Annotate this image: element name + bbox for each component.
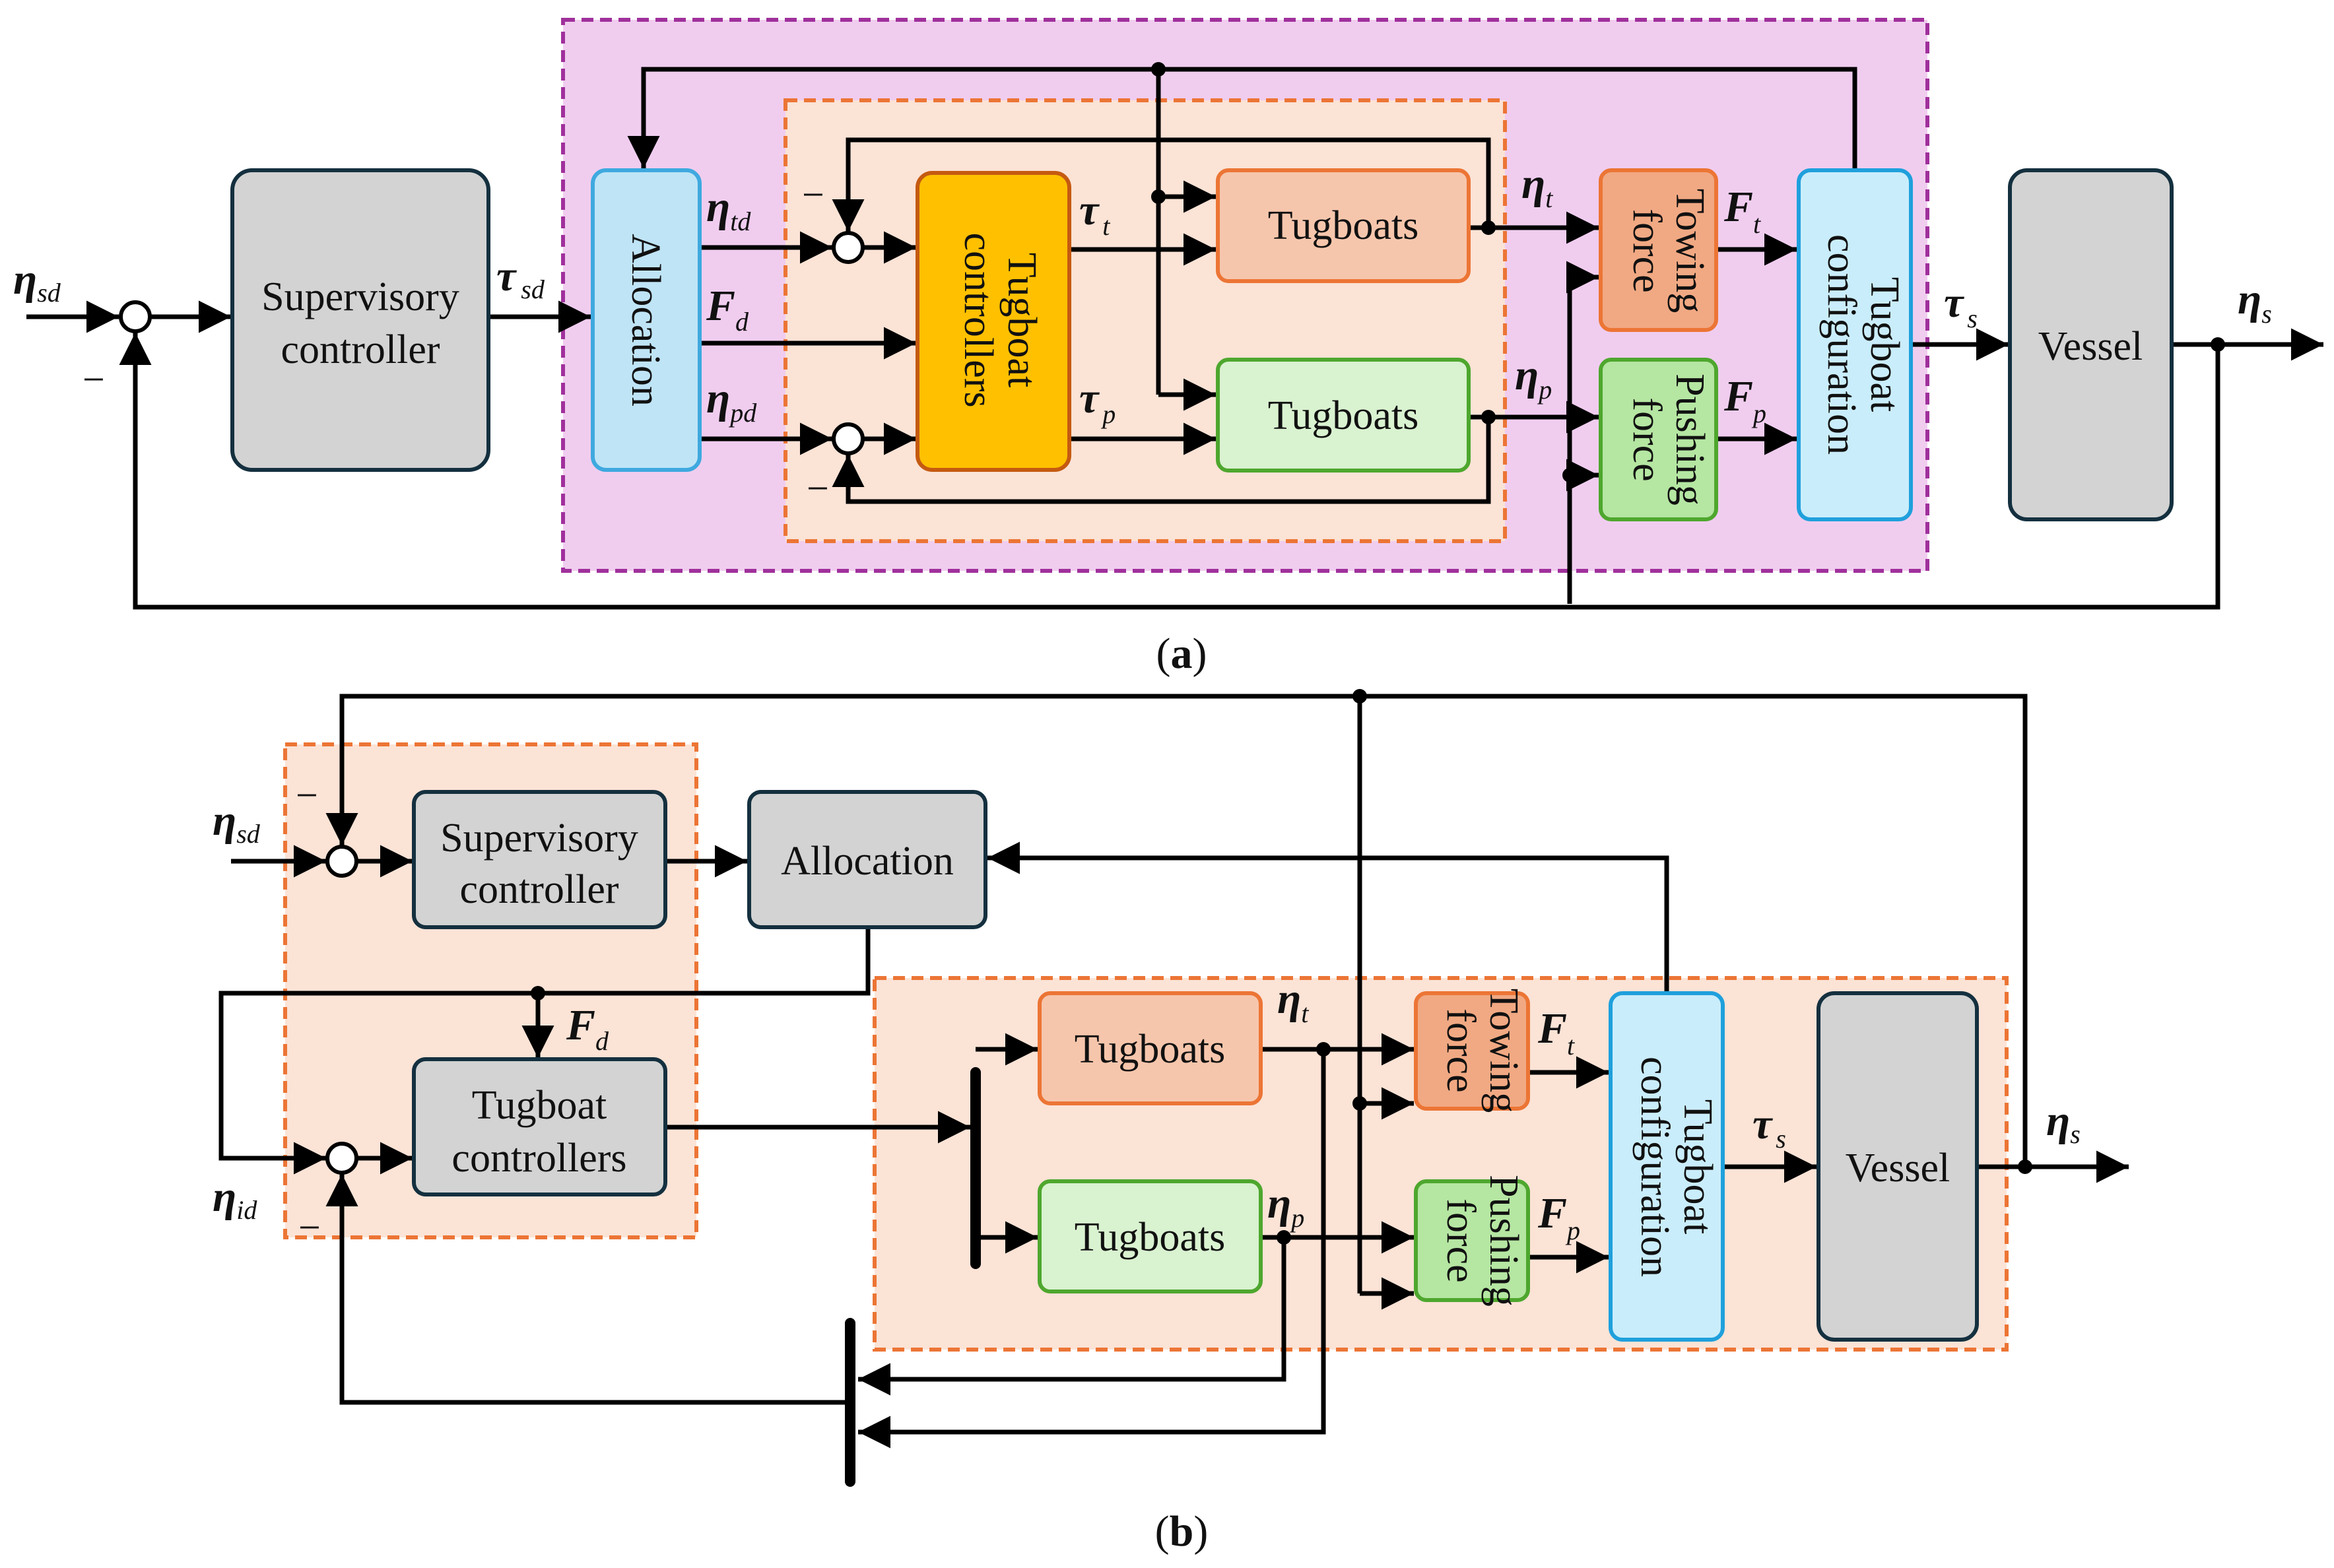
label-eta-t: ηt	[1521, 160, 1553, 213]
block-tugboats-towing-a: Tugboats	[1216, 168, 1471, 283]
sum-junction-b-id	[325, 1142, 358, 1175]
label-F-p: Fp	[1723, 372, 1766, 428]
svg-text:Supervisory: Supervisory	[440, 816, 638, 861]
svg-text:configuration: configuration	[1819, 234, 1864, 455]
label-eta-p: ηp	[1515, 351, 1552, 405]
label-eta-t: ηt	[1277, 975, 1309, 1028]
svg-text:Tugboat: Tugboat	[999, 253, 1044, 387]
label-eta-pd: ηpd	[706, 374, 757, 428]
svg-text:force: force	[1624, 209, 1669, 292]
svg-text:controllers: controllers	[956, 232, 1001, 407]
svg-text:Supervisory: Supervisory	[261, 275, 459, 319]
caption-a: (a)	[1156, 630, 1207, 678]
label-eta-p: ηp	[1267, 1179, 1304, 1233]
svg-text:force: force	[1438, 1198, 1483, 1282]
minus-sign: −	[296, 773, 318, 817]
svg-text:Tugboats: Tugboats	[1075, 1027, 1226, 1072]
label-eta-sd: ηsd	[213, 797, 261, 849]
block-tugboat-controllers-b: Tugboat controllers	[412, 1057, 667, 1196]
svg-text:controller: controller	[281, 327, 440, 372]
panel-a: − − − Supervisory controller Allocation …	[13, 18, 2323, 678]
svg-text:Allocation: Allocation	[781, 839, 954, 884]
svg-text:controller: controller	[459, 867, 618, 912]
minus-sign: −	[807, 467, 829, 510]
minus-sign: −	[802, 173, 824, 216]
block-allocation-a: Allocation	[591, 168, 702, 472]
block-tugboat-controllers-a: Tugboat controllers	[916, 171, 1071, 472]
svg-text:controllers: controllers	[451, 1136, 626, 1181]
label-F-d: Fd	[706, 282, 749, 337]
svg-text:Vessel: Vessel	[1846, 1146, 1950, 1191]
block-pushing-force-a: Pushing force	[1599, 358, 1718, 521]
sum-junction-a-pd	[832, 422, 865, 455]
svg-text:Tugboat: Tugboat	[472, 1083, 607, 1128]
sum-junction-a-td	[832, 231, 865, 264]
svg-text:force: force	[1624, 397, 1669, 481]
minus-sign: −	[298, 1206, 321, 1249]
label-F-d: Fd	[566, 1001, 609, 1056]
block-tugboats-pushing-a: Tugboats	[1216, 358, 1471, 473]
label-eta-s: ηs	[2238, 275, 2272, 329]
svg-text:Pushing: Pushing	[1667, 374, 1712, 506]
block-vessel-a: Vessel	[2008, 168, 2174, 521]
block-vessel-b: Vessel	[1817, 991, 1979, 1342]
svg-text:Towing: Towing	[1481, 989, 1526, 1113]
wires-b	[218, 694, 2129, 1449]
label-eta-td: ηtd	[706, 183, 751, 236]
label-F-t: Ft	[1723, 183, 1761, 239]
label-eta-s: ηs	[2046, 1097, 2081, 1149]
label-eta-sd: ηsd	[13, 255, 61, 308]
svg-text:Allocation: Allocation	[623, 234, 668, 407]
block-towing-force-b: Towing force	[1414, 989, 1530, 1113]
block-tugboats-pushing-b: Tugboats	[1038, 1179, 1263, 1293]
block-tugboats-towing-b: Tugboats	[1038, 991, 1263, 1105]
label-eta-id: ηid	[213, 1173, 257, 1225]
inner-orange-region	[784, 98, 1507, 543]
block-towing-force-a: Towing force	[1599, 168, 1718, 332]
svg-text:Vessel: Vessel	[2038, 324, 2143, 369]
label-F-t: Ft	[1537, 1004, 1575, 1061]
block-pushing-force-b: Pushing force	[1414, 1175, 1530, 1307]
svg-text:Tugboats: Tugboats	[1268, 203, 1419, 248]
svg-text:configuration: configuration	[1632, 1057, 1677, 1277]
svg-text:Tugboats: Tugboats	[1075, 1215, 1226, 1260]
sum-junction-a-main	[119, 300, 152, 333]
svg-text:Towing: Towing	[1667, 189, 1712, 313]
svg-text:Tugboat: Tugboat	[1862, 277, 1907, 412]
svg-text:Pushing: Pushing	[1481, 1175, 1526, 1307]
junctions-b	[531, 689, 2032, 1245]
panel-b: − − Supervisory controller Allocation Tu…	[213, 689, 2129, 1555]
block-supervisory-controller-b: Supervisory controller	[412, 790, 667, 929]
sum-junction-b-sd	[325, 845, 358, 878]
block-tugboat-configuration-b: Tugboat configuration	[1609, 991, 1725, 1342]
block-tugboat-configuration-a: Tugboat configuration	[1797, 168, 1913, 521]
svg-text:Tugboats: Tugboats	[1268, 393, 1419, 438]
svg-text:Tugboat: Tugboat	[1675, 1099, 1720, 1234]
label-F-p: Fp	[1537, 1189, 1580, 1245]
caption-b: (b)	[1155, 1507, 1209, 1555]
block-allocation-b: Allocation	[747, 790, 987, 929]
minus-sign: −	[83, 358, 105, 401]
junctions-a	[1151, 62, 2225, 482]
block-supervisory-controller-a: Supervisory controller	[230, 168, 490, 472]
svg-text:force: force	[1438, 1008, 1483, 1092]
